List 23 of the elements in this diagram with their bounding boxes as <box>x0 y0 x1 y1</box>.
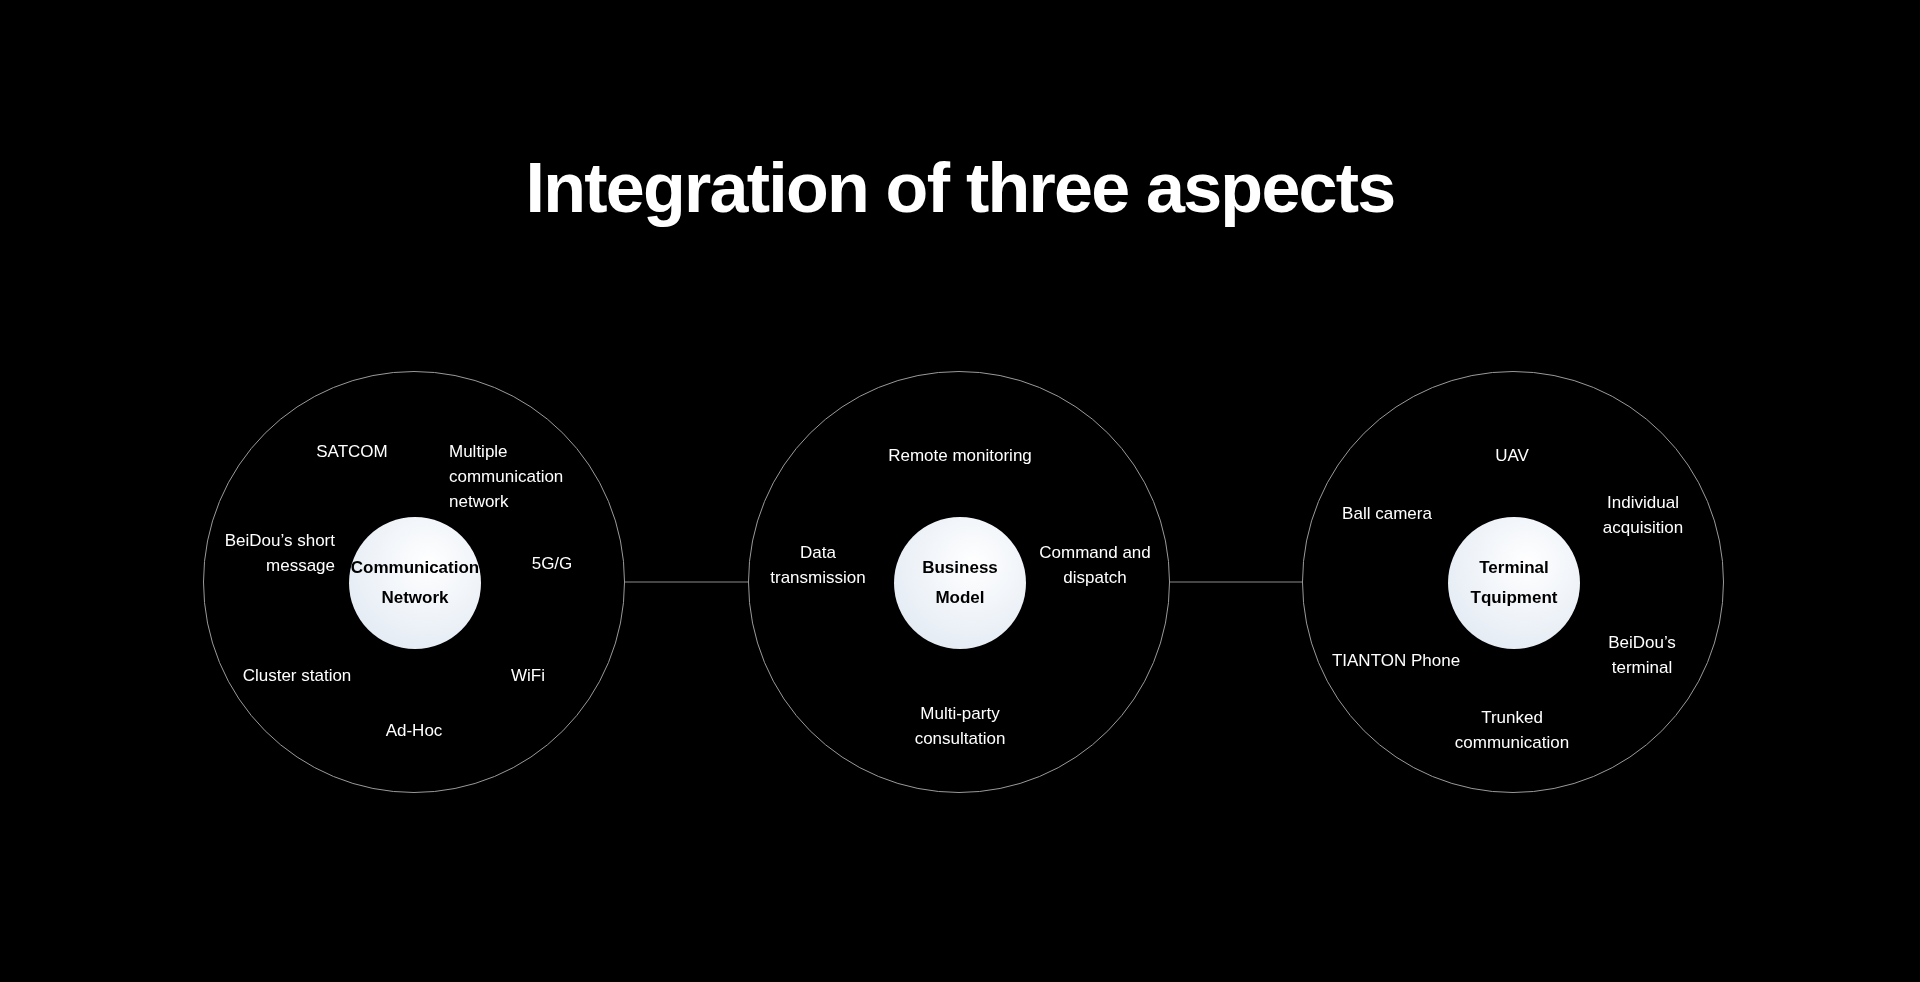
connector-line <box>1169 581 1303 583</box>
item-label: TIANTON Phone <box>1330 649 1462 672</box>
item-label: Ball camera <box>1341 502 1433 525</box>
item-label: Remote monitoring <box>887 444 1033 467</box>
item-label: UAV <box>1494 444 1530 467</box>
item-label: WiFi <box>510 664 546 687</box>
title: Integration of three aspects <box>525 148 1395 229</box>
item-label: SATCOM <box>315 440 389 463</box>
item-label: Data transmission <box>769 542 867 589</box>
item-label: Multi-party consultation <box>913 703 1007 750</box>
item-label: BeiDou’s terminal <box>1607 632 1677 679</box>
item-label: Cluster station <box>241 664 353 687</box>
item-label: 5G/G <box>530 552 574 575</box>
connector-line <box>624 581 749 583</box>
item-label: Trunked communication <box>1453 707 1571 754</box>
item-label: Multiple communication network <box>449 440 565 513</box>
item-label: Individual acquisition <box>1601 492 1685 539</box>
core-label: Communication Network <box>349 557 481 609</box>
item-label: Command and dispatch <box>1038 542 1152 589</box>
item-label: Ad-Hoc <box>384 719 444 742</box>
core-label: Business Model <box>921 557 999 609</box>
core-label: Terminal Tquipment <box>1469 557 1559 609</box>
item-label: BeiDou’s short message <box>223 530 335 577</box>
